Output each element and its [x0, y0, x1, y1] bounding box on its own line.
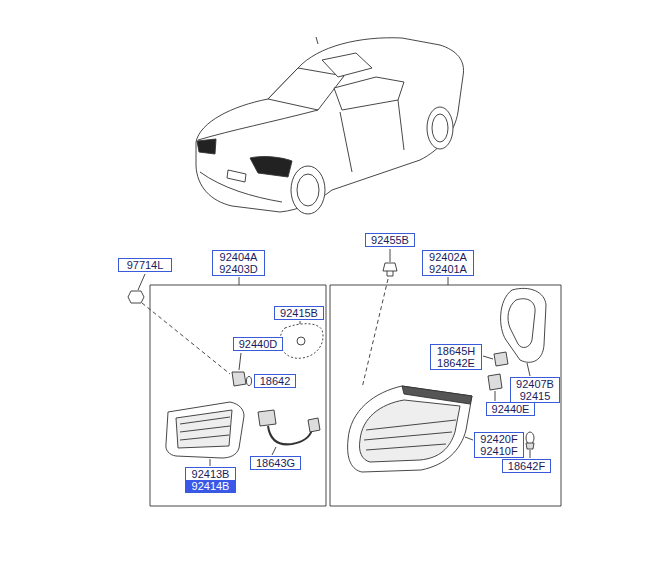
leader-line [530, 450, 531, 458]
harness-connector [258, 410, 276, 426]
car-tail-lamp [250, 157, 292, 177]
socket [488, 374, 502, 390]
car-trunk-line [198, 110, 318, 140]
lamp-stripe [364, 432, 452, 440]
harness-wire [268, 426, 312, 444]
part-number-box: 18642 [254, 374, 296, 388]
gasket-hole [297, 337, 305, 345]
part-number: 92403D [213, 263, 264, 275]
part-number: 92404A [213, 251, 264, 263]
lamp-stripe [180, 417, 230, 424]
part-number: 92420F [475, 433, 523, 445]
leader-line [239, 277, 240, 285]
group-frame [330, 285, 561, 506]
dashed-leader [142, 303, 230, 374]
leader-line [495, 391, 496, 401]
outer-lamp-lens [359, 400, 460, 462]
part-number: 92440E [487, 403, 534, 415]
leader-line [465, 437, 473, 440]
part-number: 92401A [423, 263, 473, 275]
gasket [501, 288, 546, 362]
part-number-box: 92407B92415 [510, 377, 560, 403]
part-number-box: 18642F [502, 459, 551, 473]
bulb [526, 432, 534, 444]
part-number: 92415 [511, 390, 559, 402]
gasket [280, 324, 323, 359]
part-number: 92402A [423, 251, 473, 263]
leader-line [272, 447, 276, 455]
part-number: 92455B [366, 234, 414, 246]
part-number: 18643G [251, 457, 300, 469]
car-wheel [291, 166, 325, 214]
part-number-box: 92440E [486, 402, 535, 416]
car-side-window [334, 77, 404, 110]
part-number-box: 92413B92414B [185, 467, 236, 493]
car-tail-lamp [197, 139, 216, 154]
lamp-stripe [180, 435, 229, 440]
part-number-box: 92455B [365, 233, 415, 247]
group-frame [150, 285, 326, 506]
dashed-leader [362, 279, 388, 388]
car-door-line [340, 112, 352, 172]
part-number: 92440D [234, 338, 282, 350]
bulb-base [526, 443, 534, 449]
part-number: 97714L [119, 259, 171, 271]
leader-line [239, 353, 241, 370]
car-antenna [316, 37, 318, 44]
part-number: 18642E [431, 357, 481, 369]
part-number-box: 18645H18642E [430, 344, 482, 370]
leader-line [448, 277, 449, 285]
part-number-box: 92404A92403D [212, 250, 265, 276]
grommet [383, 263, 397, 271]
leader-line [483, 356, 493, 359]
car-wheel-rim [432, 114, 448, 142]
socket [494, 352, 508, 366]
leader-line [527, 363, 530, 376]
socket [232, 372, 246, 386]
car-body [196, 38, 464, 212]
leader-line [300, 321, 301, 324]
lamp-stripe [366, 420, 456, 430]
part-number-box: 92440D [233, 337, 283, 351]
part-number-box: 92420F92410F [474, 432, 524, 458]
part-number: 92410F [475, 445, 523, 457]
clip [128, 291, 144, 303]
gasket-inner [508, 299, 535, 348]
car-wheel-rim [297, 174, 319, 206]
car-wheel [427, 107, 453, 149]
grommet [387, 271, 393, 276]
car-rear-window [268, 68, 344, 110]
harness-plug [308, 418, 320, 432]
part-number: 18642F [503, 460, 550, 472]
part-number: 92413B [186, 468, 235, 480]
outer-lamp [348, 386, 472, 472]
part-number: 18642 [255, 375, 295, 387]
part-number-box: 92415B [274, 306, 324, 320]
leader-line [210, 459, 211, 466]
part-number: 92407B [511, 378, 559, 390]
part-number: 92414B [186, 480, 235, 492]
car-door-line [398, 100, 404, 150]
lamp-stripe [366, 444, 446, 450]
part-number-box: 92402A92401A [422, 250, 474, 276]
part-number: 18645H [431, 345, 481, 357]
part-number-box: 97714L [118, 258, 172, 272]
inner-lamp [166, 402, 244, 458]
part-number: 92415B [275, 307, 323, 319]
car-plate [227, 170, 246, 182]
inner-lamp-lens [176, 410, 232, 448]
part-number-box: 18643G [250, 456, 301, 470]
leader-line [138, 274, 145, 290]
car-sunroof [322, 53, 372, 77]
lamp-stripe [180, 426, 230, 432]
leader-line [390, 249, 391, 262]
bulb [247, 377, 252, 386]
